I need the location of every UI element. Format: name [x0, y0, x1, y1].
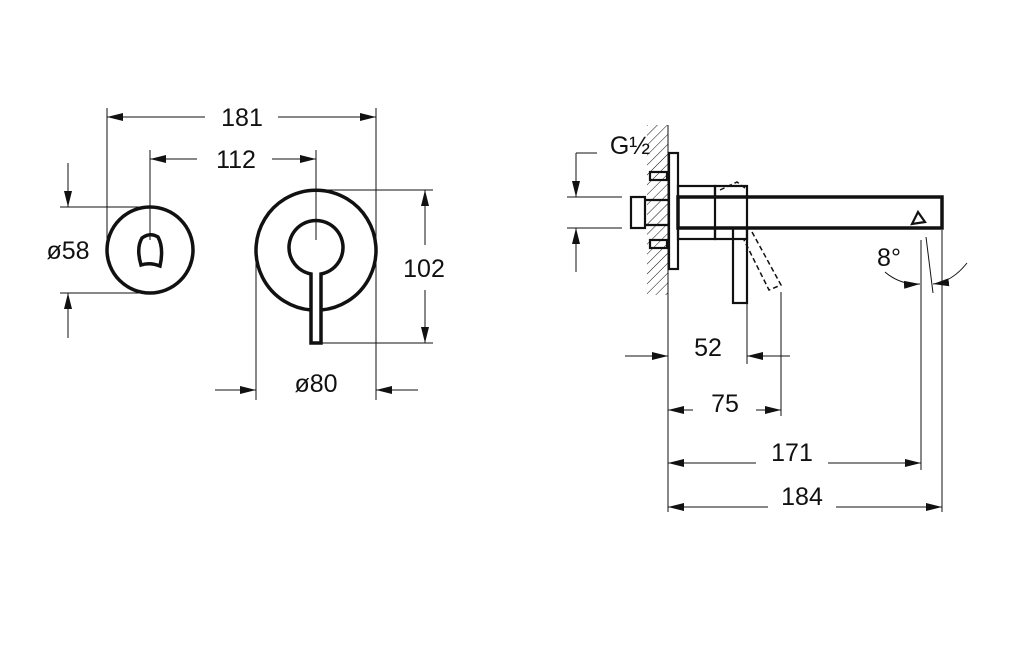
dimension-181: 181 [106, 104, 377, 400]
dimension-angle: 8° [877, 230, 968, 512]
dimension-52: 52 [625, 303, 790, 364]
dimension-pipe-diameter [567, 152, 622, 272]
front-view: 181 112 ø58 [46, 104, 445, 400]
dimension-label: 75 [711, 390, 739, 418]
dimension-label: 171 [771, 439, 813, 467]
dimension-label: 102 [403, 255, 445, 283]
dimension-58: ø58 [46, 163, 150, 338]
dimension-75: 75 [668, 292, 782, 418]
angle-label: 8° [877, 244, 901, 272]
dimension-label: ø80 [294, 370, 337, 398]
dimension-label: 181 [221, 104, 263, 132]
lever [731, 226, 749, 305]
wall-hatching [647, 125, 668, 295]
dimension-184: 184 [668, 483, 942, 511]
dimension-112: 112 [149, 146, 317, 240]
dimension-label: ø58 [46, 237, 89, 265]
dimension-102: 102 [316, 189, 445, 344]
dimension-label: 52 [694, 334, 722, 362]
thread-label: G½ [610, 132, 650, 160]
dimension-label: 184 [781, 483, 823, 511]
dimension-label: 112 [216, 146, 256, 174]
dimension-80: ø80 [215, 250, 418, 400]
faucet-body [629, 151, 944, 305]
dimension-171: 171 [668, 439, 921, 467]
side-view: G½ [567, 125, 968, 512]
